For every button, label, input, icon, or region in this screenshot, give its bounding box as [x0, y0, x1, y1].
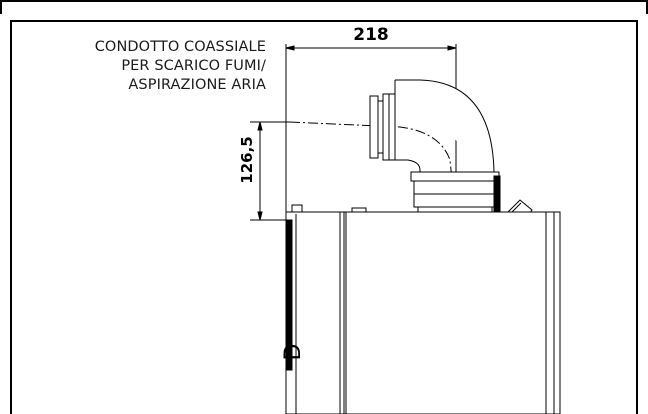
front-strip	[285, 219, 293, 371]
elbow-inner-contour	[395, 159, 421, 178]
flue-duct-label: CONDOTTO COASSIALE PER SCARICO FUMI/ ASP…	[26, 38, 266, 95]
horizontal-dimension-value: 218	[353, 25, 389, 45]
vertical-collar-top	[410, 171, 500, 182]
flue-duct-label-line-2: PER SCARICO FUMI/	[121, 58, 266, 74]
top-bracket	[506, 199, 533, 214]
top-border-bar	[0, 0, 648, 14]
boiler-side-letter: D	[281, 344, 306, 361]
collar-base-ring	[417, 206, 493, 213]
collar-clamp	[493, 175, 501, 213]
flue-flange-outer	[369, 95, 379, 159]
boiler-front-panel	[285, 211, 345, 414]
vertical-dimension-value: 126,5	[238, 136, 256, 183]
dimension-arrow-top	[257, 121, 263, 131]
flue-duct-label-line-1: CONDOTTO COASSIALE	[94, 39, 266, 55]
top-bracket-line	[511, 202, 522, 213]
flue-axis-centerline	[289, 121, 457, 221]
flue-duct-label-line-3: ASPIRAZIONE ARIA	[128, 77, 266, 93]
dimension-arrow-bottom	[257, 211, 263, 221]
flue-flange-inner	[377, 100, 384, 154]
dimension-arrow-right	[447, 45, 457, 51]
elbow-outer-contour	[395, 79, 495, 178]
dimension-arrow-left	[285, 45, 295, 51]
